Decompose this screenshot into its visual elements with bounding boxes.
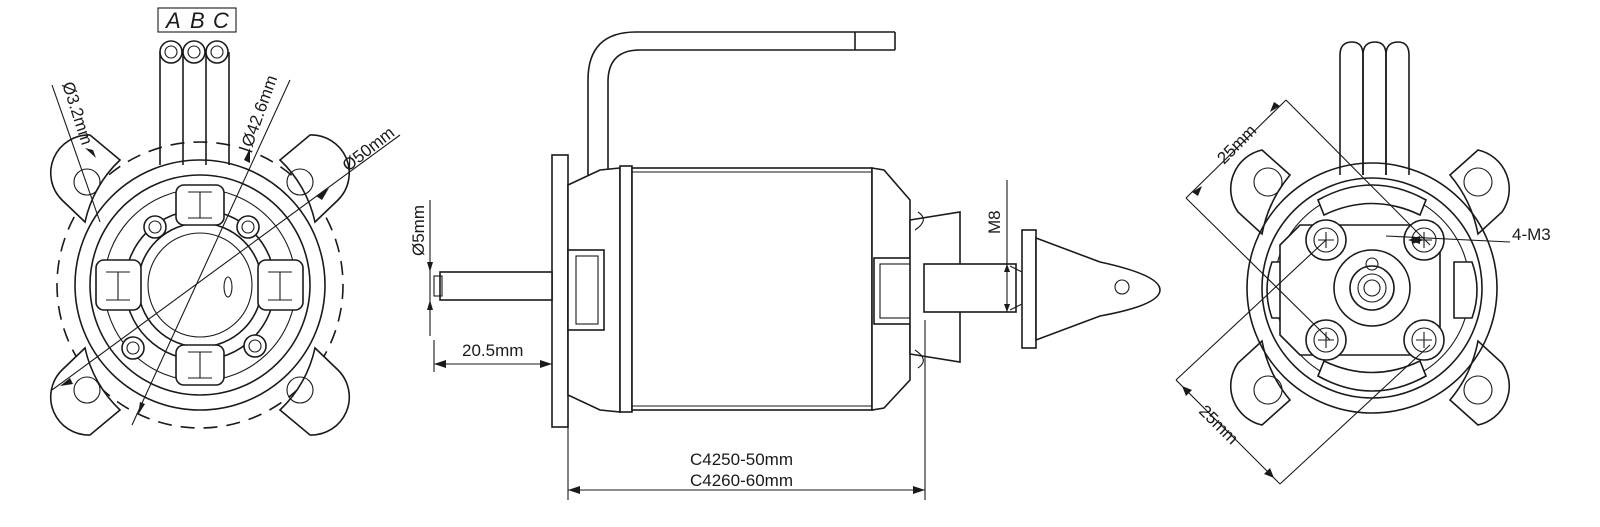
dim-outer-label: Ø50mm	[339, 123, 398, 175]
mount-hole-icon	[73, 376, 101, 404]
side-flange	[551, 154, 569, 428]
mount-hole-icon	[286, 376, 314, 404]
front-screws	[121, 215, 267, 360]
front-wires	[159, 40, 230, 165]
mount-hole-icon	[286, 168, 314, 196]
side-dimensions	[427, 180, 1010, 500]
wire-label-box	[157, 7, 237, 33]
rear-wires	[1339, 41, 1410, 175]
dim-length-60-label: C4260-60mm	[690, 471, 793, 490]
side-cable	[587, 31, 895, 192]
dim-length-50-label: C4250-50mm	[690, 450, 793, 469]
front-dimensions	[51, 79, 401, 426]
wire-label-b: B	[190, 8, 205, 33]
dim-shaft-dia-label: Ø5mm	[409, 205, 428, 256]
side-view: Ø5mm 20.5mm M8 C4250-50mm C4260-60mm	[409, 31, 1161, 500]
dim-hole-label: Ø3.2mm	[58, 79, 96, 147]
mount-hole-icon	[1463, 375, 1493, 405]
dim-screws-label: 4-M3	[1512, 225, 1551, 244]
mount-hole-icon	[1463, 167, 1493, 197]
dim-bottom-label: 25mm	[1195, 401, 1242, 448]
wire-label-a: A	[164, 8, 181, 33]
rear-dimensions	[1175, 99, 1511, 485]
front-mount-plate	[49, 134, 351, 436]
dim-shaft-len-label: 20.5mm	[462, 341, 523, 360]
front-view: A B C	[49, 7, 401, 436]
dim-inner-label: Ø42.6mm	[238, 73, 281, 150]
rear-center-hub	[1333, 249, 1411, 327]
mount-hole-icon	[1253, 375, 1283, 405]
wire-label-c: C	[213, 8, 229, 33]
front-vents	[95, 184, 304, 386]
side-spinner	[1035, 236, 1161, 342]
side-motor-can	[631, 167, 873, 411]
rear-mount-plate	[1229, 149, 1511, 426]
mount-hole-icon	[73, 168, 101, 196]
rear-view: 25mm 25mm 4-M3	[1175, 41, 1551, 485]
mount-hole-icon	[1253, 167, 1283, 197]
front-bolt-circle	[56, 141, 344, 429]
dim-thread-label: M8	[985, 210, 1004, 234]
side-shaft	[439, 271, 553, 301]
